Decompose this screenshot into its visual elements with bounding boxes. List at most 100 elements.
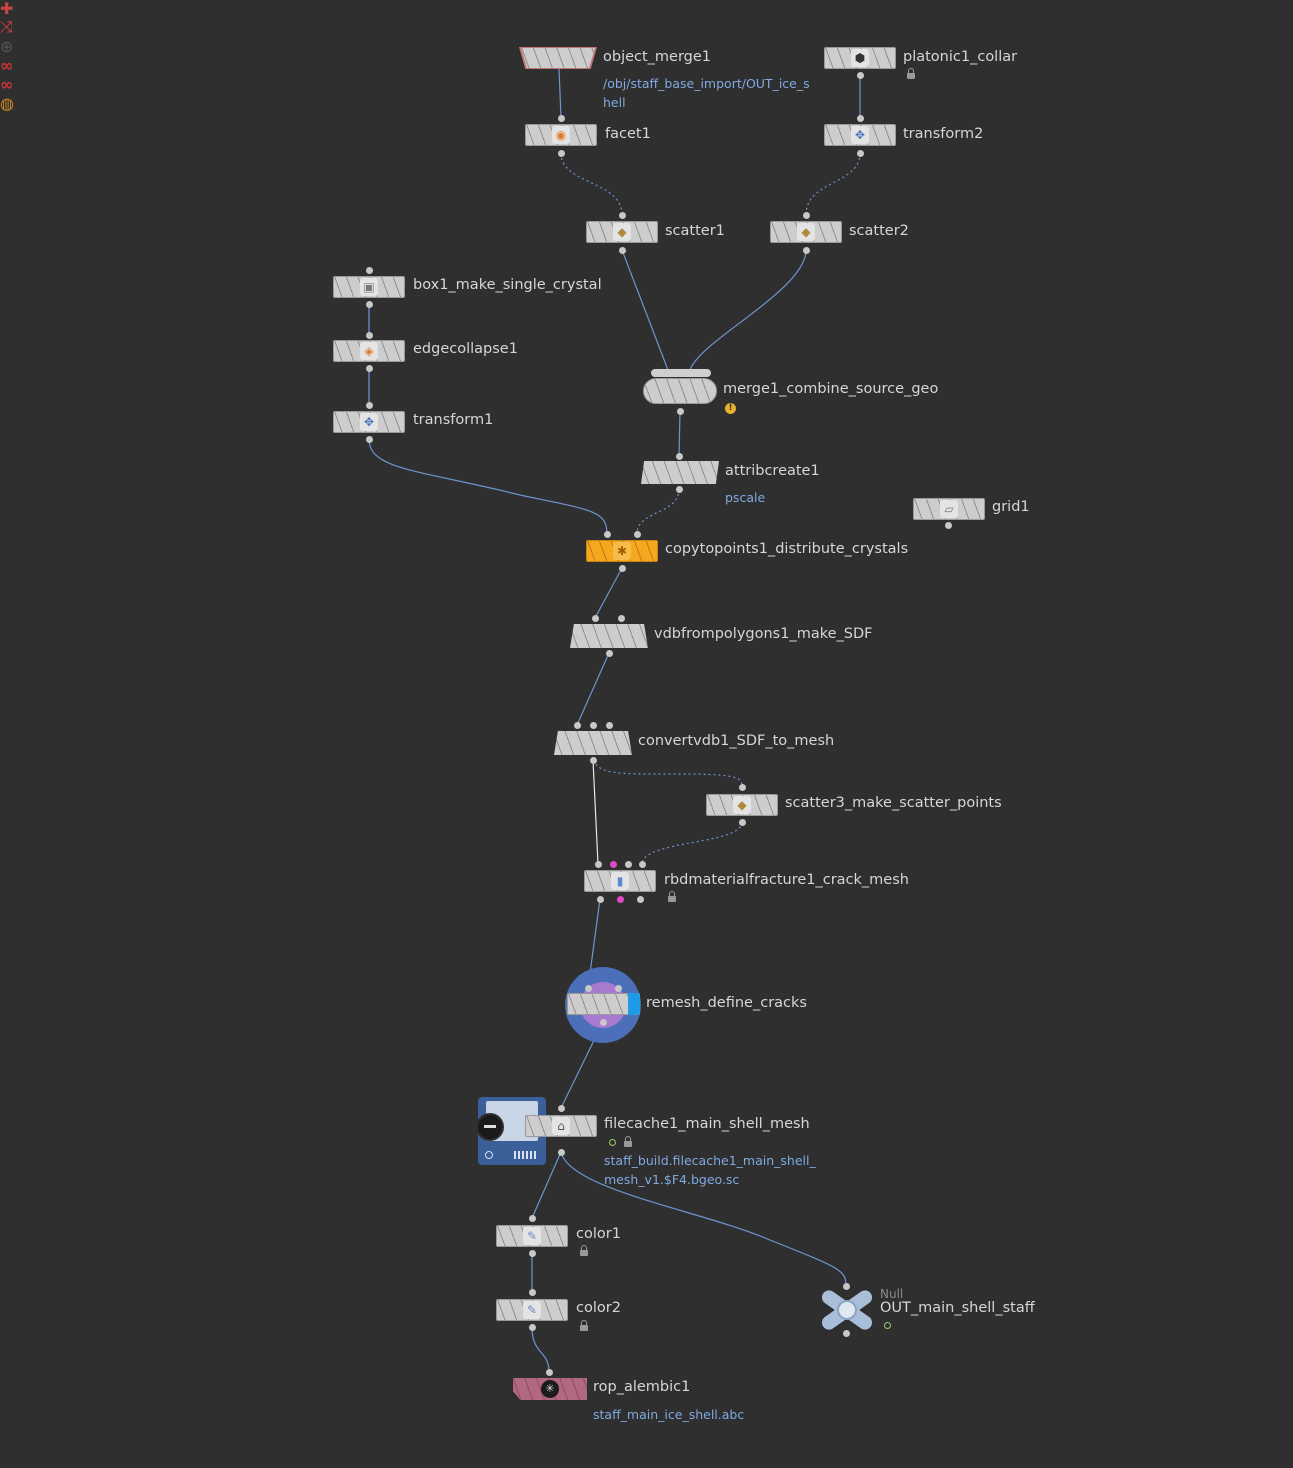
node-grid1[interactable]: ▱ [913,498,985,520]
node-copytopoints1-distribute-crystals[interactable]: ✱ [586,540,658,562]
port-connector[interactable] [589,756,597,764]
port-connector[interactable] [365,435,373,443]
node-label: box1_make_single_crystal [413,277,602,293]
wire-attribcreate-copytopoints [636,488,680,535]
port-connector[interactable] [528,1249,536,1257]
port-connector[interactable] [616,895,624,903]
port-connector[interactable] [557,149,565,157]
port-connector[interactable] [605,649,613,657]
port-connector[interactable] [365,364,373,372]
node-parameter-label: pscale [725,490,766,505]
port-connector[interactable] [594,860,602,868]
port-connector[interactable] [596,895,604,903]
node-tile [554,731,632,755]
port-connector[interactable] [609,860,617,868]
wire-merge1-attribcreate [678,410,681,457]
lock-icon [668,891,676,902]
node-attribcreate1[interactable]: ⊕ [0,37,1293,484]
port-connector[interactable] [605,721,613,729]
attribcreate-icon: ⊕ [0,37,14,56]
port-connector[interactable] [365,300,373,308]
node-label: merge1_combine_source_geo [723,381,939,397]
port-connector[interactable] [528,1214,536,1222]
node-parameter-label: staff_main_ice_shell.abc [593,1407,745,1422]
port-connector[interactable] [614,984,622,992]
node-label: vdbfrompolygons1_make_SDF [654,626,873,642]
node-transform2[interactable]: ✥ [824,124,896,146]
port-connector[interactable] [738,783,746,791]
node-scatter2[interactable]: ◆ [770,221,842,243]
port-connector[interactable] [603,530,611,538]
node-label: copytopoints1_distribute_crystals [665,541,909,557]
lock-icon [580,1245,588,1256]
port-connector[interactable] [557,114,565,122]
port-connector[interactable] [557,1148,565,1156]
edgecollapse-icon: ◈ [360,342,378,360]
node-color2[interactable]: ✎ [496,1299,568,1321]
node-rbdmaterialfracture1-crack-mesh[interactable]: ▮ [584,870,656,892]
node-merge1-combine-source-geo[interactable]: ⤨ [0,17,1293,404]
port-connector[interactable] [618,211,626,219]
alembic-icon: ✳ [541,1380,559,1398]
port-connector[interactable] [636,895,644,903]
node-object-merge1[interactable]: ✚ object_merge1 /obj/staff_base_import/O… [0,0,1293,110]
port-connector[interactable] [584,984,592,992]
port-connector[interactable] [624,860,632,868]
node-vdbfrompolygons1-make-sdf[interactable]: ∞ [0,56,1293,648]
node-scatter1[interactable]: ◆ [586,221,658,243]
node-label: convertvdb1_SDF_to_mesh [638,733,835,749]
port-connector[interactable] [856,71,864,79]
port-connector[interactable] [528,1288,536,1296]
port-connector[interactable] [633,530,641,538]
port-connector[interactable] [944,521,952,529]
node-color1[interactable]: ✎ [496,1225,568,1247]
node-box1-make-single-crystal[interactable]: ▣ [333,276,405,298]
merge-input-bar [651,369,711,377]
node-scatter3-make-scatter-points[interactable]: ◆ [706,794,778,816]
lock-icon [580,1320,588,1331]
port-connector[interactable] [545,1368,553,1376]
copytopoints-icon: ✱ [613,542,631,560]
port-connector[interactable] [802,246,810,254]
port-connector[interactable] [618,246,626,254]
node-type-label: Null [880,1287,904,1301]
port-connector[interactable] [365,401,373,409]
scatter-icon: ◆ [733,796,751,814]
port-connector[interactable] [856,149,864,157]
node-edgecollapse1[interactable]: ◈ [333,340,405,362]
port-connector[interactable] [589,721,597,729]
node-transform1[interactable]: ✥ [333,411,405,433]
node-label: grid1 [992,499,1030,515]
filecache-light [485,1151,493,1159]
port-connector[interactable] [365,266,373,274]
node-label: color2 [576,1300,621,1316]
port-connector[interactable] [573,721,581,729]
port-connector[interactable] [365,331,373,339]
node-label: rbdmaterialfracture1_crack_mesh [664,872,909,888]
port-connector[interactable] [618,564,626,572]
node-facet1[interactable]: ◉ [525,124,597,146]
node-platonic1-collar[interactable]: ⬢ [824,47,896,69]
node-parameter-label: staff_build.filecache1_main_shell_ [604,1153,816,1168]
port-connector[interactable] [842,1282,850,1290]
null-icon [837,1300,857,1320]
node-tile [570,624,648,648]
port-connector[interactable] [617,614,625,622]
port-connector[interactable] [557,1104,565,1112]
node-label: edgecollapse1 [413,341,518,357]
port-connector[interactable] [842,1329,850,1337]
port-connector[interactable] [738,818,746,826]
port-connector[interactable] [856,114,864,122]
port-connector[interactable] [675,485,683,493]
port-connector[interactable] [802,211,810,219]
port-connector[interactable] [675,452,683,460]
port-connector[interactable] [591,614,599,622]
port-connector[interactable] [676,407,684,415]
port-connector[interactable] [638,860,646,868]
node-label: transform2 [903,126,984,142]
node-convertvdb1-sdf-to-mesh[interactable]: ∞ [0,75,1293,755]
node-label: platonic1_collar [903,49,1018,65]
port-connector[interactable] [599,1018,607,1026]
port-connector[interactable] [528,1323,536,1331]
